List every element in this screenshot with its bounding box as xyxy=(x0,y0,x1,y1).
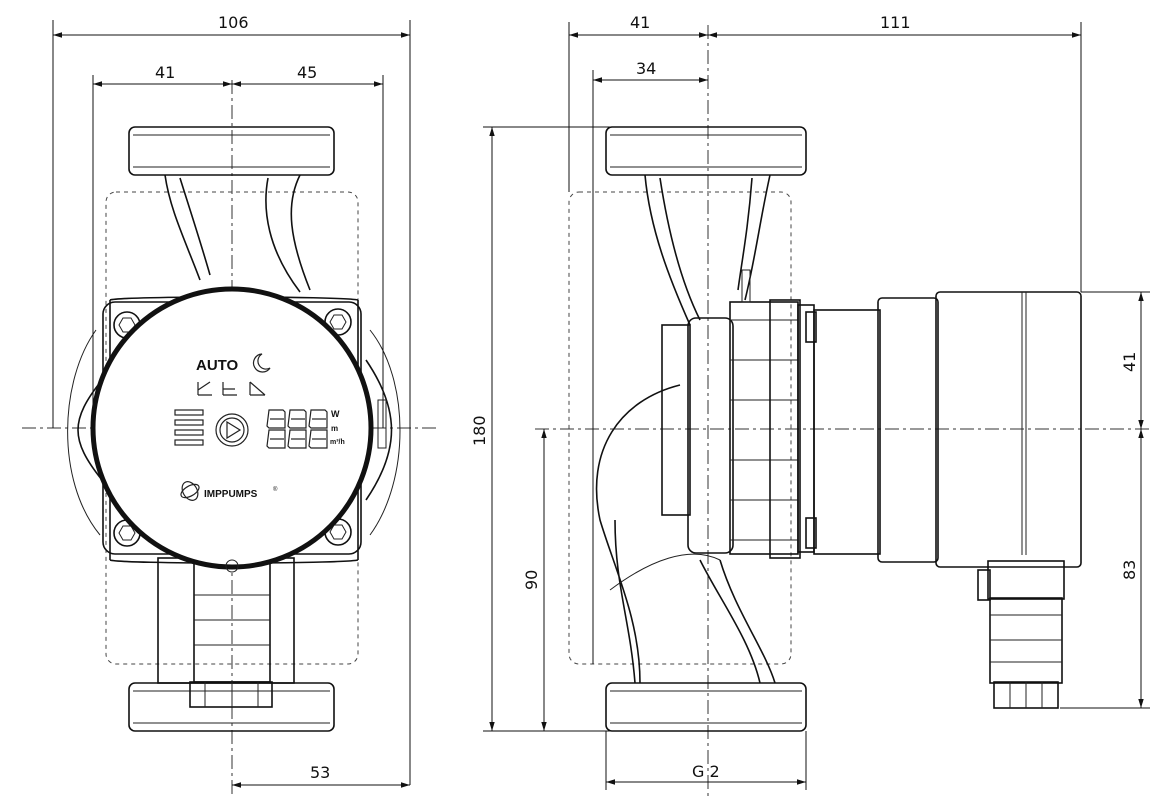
level-bars xyxy=(174,409,204,446)
side-control-box xyxy=(935,291,1082,568)
front-view: AUTO xyxy=(22,13,440,795)
mode-label: AUTO xyxy=(196,357,239,374)
front-control-head xyxy=(90,286,374,570)
dim-side-inner: 34 xyxy=(636,59,656,78)
front-top-flange xyxy=(128,126,335,176)
side-envelope-outline xyxy=(568,191,792,665)
play-icon xyxy=(226,420,242,440)
side-pipe-body xyxy=(644,174,771,326)
side-motor-flange xyxy=(729,301,799,555)
brand-registered-mark: ® xyxy=(273,486,278,493)
unit-watt: W xyxy=(331,409,340,419)
dim-side-right: 111 xyxy=(880,13,911,32)
dim-height-total: 180 xyxy=(470,415,489,446)
front-top-neck xyxy=(164,174,311,293)
side-top-flange xyxy=(605,126,807,176)
side-bottom-flange xyxy=(605,682,807,732)
dim-motor-upper: 41 xyxy=(1120,352,1139,372)
play-button[interactable] xyxy=(215,413,249,447)
dim-front-total: 106 xyxy=(218,13,249,32)
brand-name: IMPPUMPS xyxy=(204,489,258,500)
dim-height-axis: 90 xyxy=(522,570,541,590)
dim-thread: G 2 xyxy=(692,762,720,781)
seven-segment-display xyxy=(266,409,328,449)
dim-front-right: 45 xyxy=(297,63,317,82)
front-bottom-nut xyxy=(189,681,273,708)
control-panel: AUTO xyxy=(174,353,345,501)
side-motor-can xyxy=(813,309,881,555)
moon-icon xyxy=(252,353,271,373)
dim-front-bottom: 53 xyxy=(310,763,330,782)
unit-flow: m³/h xyxy=(330,439,345,446)
side-dimensions: 41 111 34 180 90 41 83 G 2 xyxy=(470,13,1150,790)
dim-side-left: 41 xyxy=(630,13,650,32)
front-dimensions: 106 41 45 53 xyxy=(52,13,411,788)
imp-logo-icon xyxy=(180,481,200,501)
side-pump-casing xyxy=(661,324,691,516)
dim-front-left: 41 xyxy=(155,63,175,82)
side-cable-gland xyxy=(977,560,1065,709)
unit-metre: m xyxy=(331,424,338,433)
side-view: 41 111 34 180 90 41 83 G 2 xyxy=(470,13,1150,800)
curve-icons xyxy=(197,381,266,396)
dim-motor-lower: 83 xyxy=(1120,560,1139,580)
